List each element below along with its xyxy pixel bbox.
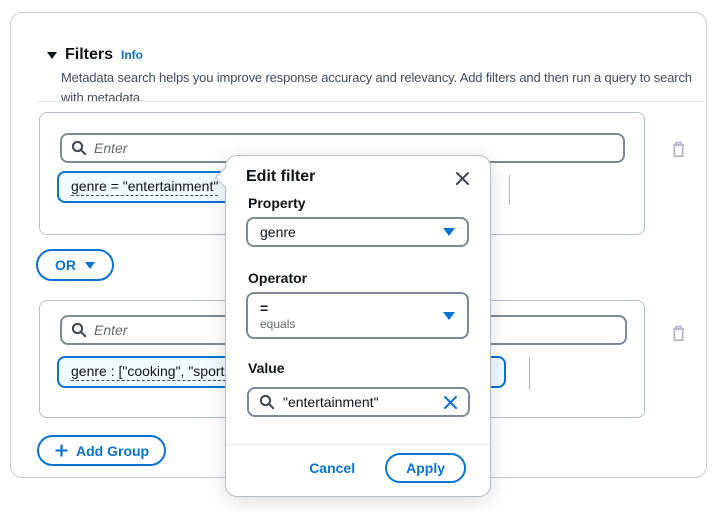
- add-group-label: Add Group: [76, 442, 150, 459]
- property-label: Property: [248, 195, 306, 211]
- filter-token-1[interactable]: genre = "entertainment": [57, 171, 245, 203]
- edit-filter-popover: Edit filter Property genre Operator = eq…: [214, 155, 491, 497]
- filter-search-input-1[interactable]: [94, 140, 614, 156]
- caret-down-icon: [85, 261, 95, 269]
- collapse-icon[interactable]: [47, 51, 57, 59]
- clear-x-icon: [444, 395, 457, 409]
- group-operator-button[interactable]: OR: [36, 249, 114, 281]
- operator-label: Operator: [248, 270, 308, 286]
- filter-search-box-1: [60, 133, 625, 163]
- apply-button[interactable]: Apply: [385, 453, 466, 483]
- popover-title: Edit filter: [246, 168, 316, 185]
- search-icon: [259, 394, 275, 410]
- section-title: Filters: [65, 46, 114, 63]
- header-divider: [38, 101, 704, 102]
- value-label: Value: [248, 360, 285, 376]
- group-operator-label: OR: [55, 257, 76, 273]
- section-header: Filters Info: [47, 46, 143, 64]
- search-icon: [71, 322, 87, 338]
- operator-select[interactable]: = equals: [246, 292, 469, 339]
- caret-down-icon: [443, 311, 455, 320]
- add-group-button[interactable]: Add Group: [37, 435, 167, 466]
- value-input[interactable]: [283, 394, 435, 410]
- operator-select-description: equals: [260, 316, 296, 331]
- footer-divider: [226, 444, 490, 445]
- cancel-button[interactable]: Cancel: [309, 460, 356, 476]
- search-icon: [71, 140, 87, 156]
- token-separator: [509, 175, 510, 205]
- caret-down-icon: [443, 228, 455, 236]
- value-input-box: [247, 387, 470, 417]
- property-select-value: genre: [260, 224, 296, 240]
- delete-group-button-1[interactable]: [666, 137, 690, 161]
- token-separator: [529, 357, 530, 390]
- close-icon: [455, 171, 469, 185]
- popover-footer: Cancel Apply: [226, 453, 490, 483]
- clear-value-button[interactable]: [443, 395, 458, 410]
- plus-icon: [55, 444, 68, 457]
- property-select[interactable]: genre: [246, 217, 469, 247]
- filter-token-label: genre = "entertainment": [71, 178, 219, 196]
- close-button[interactable]: [448, 164, 476, 192]
- info-link[interactable]: Info: [121, 48, 144, 62]
- delete-group-button-2[interactable]: [666, 321, 690, 345]
- section-description: Metadata search helps you improve respon…: [61, 70, 692, 106]
- trash-icon: [672, 325, 684, 342]
- trash-icon: [672, 141, 684, 158]
- filter-token-label: genre : ["cooking", "sports: [71, 363, 232, 381]
- operator-select-value: =: [260, 299, 269, 316]
